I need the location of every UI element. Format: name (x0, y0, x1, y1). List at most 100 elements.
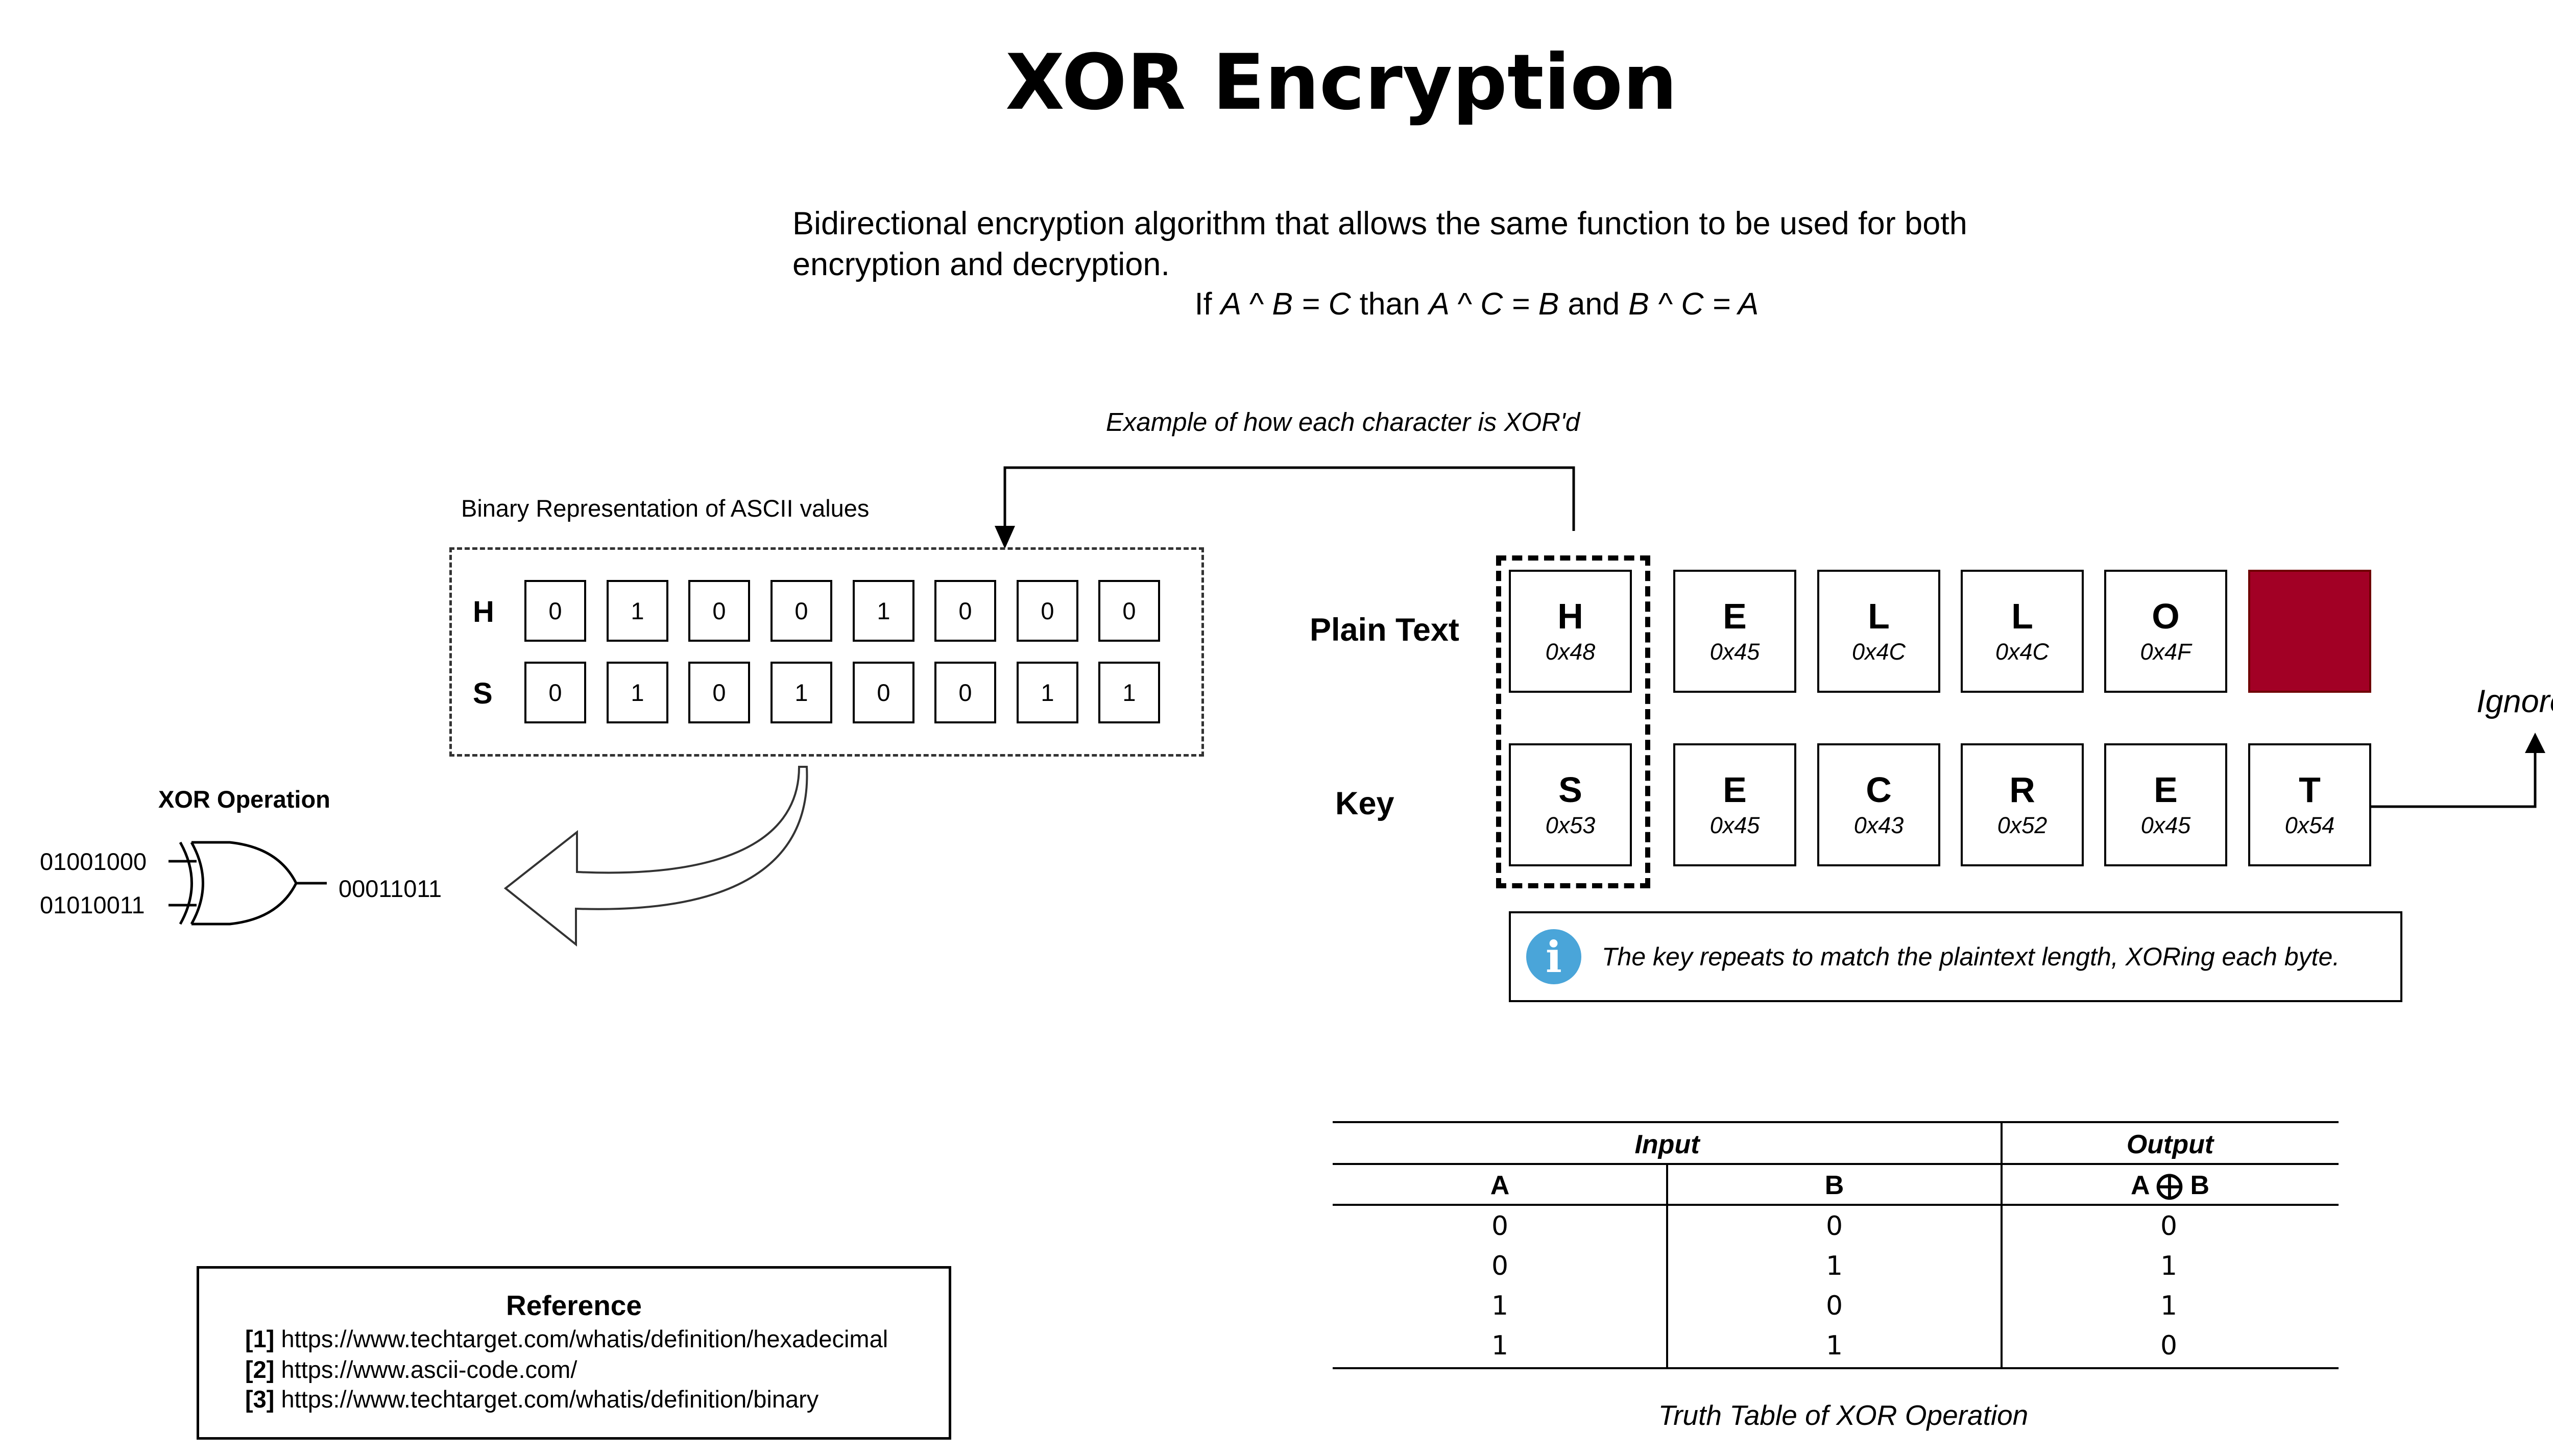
ignored-arrow (2369, 750, 2537, 808)
first-column-highlight (1496, 555, 1650, 888)
reference-url[interactable]: https://www.techtarget.com/whatis/defini… (281, 1325, 888, 1352)
char-hex: 0x4C (1851, 638, 1906, 665)
char-letter: L (2011, 596, 2033, 636)
key-char-box: E 0x45 (1673, 743, 1796, 866)
truth-table-cell: 1 (1491, 1291, 1509, 1321)
char-hex: 0x45 (1709, 812, 1760, 838)
bit-cell: 0 (934, 580, 996, 642)
char-letter: E (1723, 596, 1747, 636)
bit-cell: 0 (934, 662, 996, 723)
page-title: XOR Encryption (1005, 38, 1677, 127)
formula-prefix: If (1194, 286, 1221, 321)
ignored-arrowhead (2525, 733, 2545, 753)
char-letter: H (1557, 596, 1583, 636)
truth-table-cell: 1 (1825, 1251, 1843, 1281)
xor-operation-title: XOR Operation (158, 786, 330, 813)
truth-table-caption: Truth Table of XOR Operation (1658, 1399, 2029, 1431)
xor-formula: If A ^ B = C than A ^ C = B and B ^ C = … (792, 283, 2161, 324)
bit-cell: 0 (853, 662, 914, 723)
plaintext-char-box: E 0x45 (1673, 570, 1796, 693)
info-text: The key repeats to match the plaintext l… (1602, 942, 2340, 971)
truth-table-col-b: B (1824, 1171, 1844, 1200)
char-letter: T (2299, 769, 2321, 810)
info-callout: i The key repeats to match the plaintext… (1509, 911, 2402, 1002)
truth-table-lines (1333, 1121, 2339, 1369)
reference-box (197, 1266, 951, 1440)
char-hex: 0x52 (1997, 812, 2048, 838)
char-letter: L (1868, 596, 1890, 636)
example-arrowhead (995, 526, 1015, 549)
char-hex: 0x53 (1545, 812, 1596, 838)
reference-title: Reference (506, 1290, 642, 1321)
xor-output: 00011011 (339, 875, 442, 902)
truth-table-output-header: Output (2126, 1130, 2214, 1159)
formula-part-2: A ^ C = B (1429, 286, 1559, 321)
char-hex: 0x45 (1709, 638, 1760, 665)
curved-arrow (503, 766, 808, 947)
truth-table-col-a: A (1490, 1171, 1510, 1200)
reference-item: [1] https://www.techtarget.com/whatis/de… (245, 1325, 888, 1353)
key-char-box: S 0x53 (1509, 743, 1632, 866)
truth-table-cell: 0 (1491, 1251, 1509, 1281)
truth-table-cell: 1 (2160, 1251, 2178, 1281)
truth-table-input-header: Input (1634, 1130, 1700, 1159)
bit-cell: 1 (1098, 662, 1160, 723)
plain-text-label: Plain Text (1310, 612, 1459, 648)
char-letter: R (2009, 769, 2035, 810)
char-letter: O (2152, 596, 2180, 636)
char-letter: E (1723, 769, 1747, 810)
truth-table-cell: 1 (1825, 1330, 1843, 1361)
bit-cell: 0 (770, 580, 832, 642)
formula-part-1: A ^ B = C (1220, 286, 1351, 321)
truth-table-cell: 0 (1491, 1211, 1509, 1242)
key-char-box: T 0x54 (2248, 743, 2371, 866)
xor-gate-icon (168, 841, 327, 926)
binary-representation-box (449, 547, 1204, 757)
char-hex: 0x4C (1995, 638, 2050, 665)
truth-table-cell: 1 (1491, 1330, 1509, 1361)
char-letter: C (1866, 769, 1892, 810)
xor-input-a: 01001000 (40, 848, 147, 875)
reference-url[interactable]: https://www.techtarget.com/whatis/defini… (281, 1386, 819, 1413)
binary-caption: Binary Representation of ASCII values (461, 495, 870, 522)
char-hex: 0x45 (2140, 812, 2191, 838)
ignored-label: Ignored (2476, 684, 2553, 719)
bit-cell: 0 (688, 580, 750, 642)
plaintext-char-box: H 0x48 (1509, 570, 1632, 693)
reference-number: [1] (245, 1325, 275, 1352)
truth-table-cell: 1 (2160, 1291, 2178, 1321)
bit-cell: 0 (1017, 580, 1078, 642)
plaintext-empty-slot (2248, 570, 2371, 693)
key-char-box: R 0x52 (1961, 743, 2084, 866)
binary-row-label-s: S (473, 677, 493, 710)
xor-input-b: 01010011 (40, 891, 145, 918)
key-char-box: E 0x45 (2104, 743, 2227, 866)
bit-cell: 1 (853, 580, 914, 642)
example-caption: Example of how each character is XOR'd (1105, 407, 1580, 436)
char-letter: E (2154, 769, 2178, 810)
char-hex: 0x48 (1545, 638, 1596, 665)
bit-cell: 0 (688, 662, 750, 723)
char-hex: 0x4F (2140, 638, 2191, 665)
reference-number: [3] (245, 1386, 275, 1413)
formula-connector-2: and (1559, 286, 1629, 321)
example-arrow (1003, 466, 1575, 531)
bit-cell: 1 (607, 662, 668, 723)
bit-cell: 0 (1098, 580, 1160, 642)
key-char-box: C 0x43 (1817, 743, 1940, 866)
reference-url[interactable]: https://www.ascii-code.com/ (281, 1356, 577, 1383)
bit-cell: 1 (770, 662, 832, 723)
plaintext-char-box: O 0x4F (2104, 570, 2227, 693)
char-hex: 0x54 (2284, 812, 2335, 838)
info-icon: i (1526, 929, 1581, 984)
plaintext-char-box: L 0x4C (1817, 570, 1940, 693)
truth-table-cell: 0 (2160, 1330, 2178, 1361)
formula-part-3: B ^ C = A (1628, 286, 1759, 321)
truth-table-cell: 0 (1825, 1291, 1843, 1321)
reference-item: [3] https://www.techtarget.com/whatis/de… (245, 1385, 818, 1413)
reference-item: [2] https://www.ascii-code.com/ (245, 1355, 577, 1384)
plaintext-char-box: L 0x4C (1961, 570, 2084, 693)
truth-table-col-output: A ⨁ B (2130, 1171, 2210, 1200)
formula-connector-1: than (1351, 286, 1429, 321)
